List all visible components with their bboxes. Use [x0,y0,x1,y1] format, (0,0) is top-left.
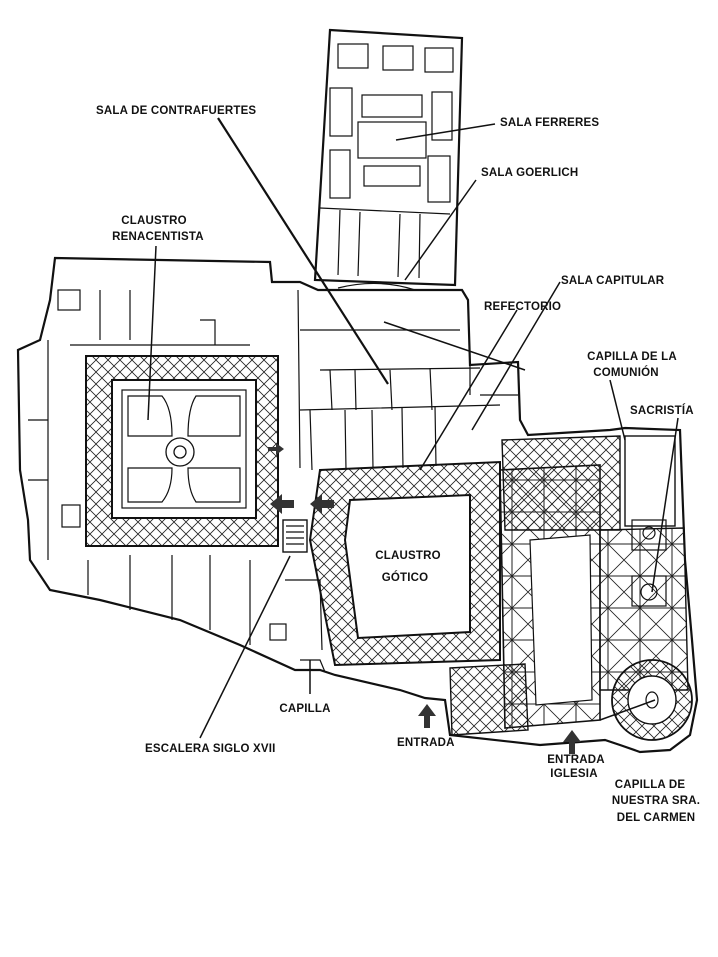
label-entrada-iglesia-1: ENTRADA [547,754,605,766]
leader-lines [147,117,679,739]
label-entrada-iglesia-2: IGLESIA [550,768,597,780]
church [449,435,693,741]
label-escalera-siglo-xvii: ESCALERA SIGLO XVII [145,743,276,755]
arrow-west-1 [270,494,294,514]
label-capilla-comunion-1: CAPILLA DE LA [587,351,677,363]
label-claustro-renacentista-1: CLAUSTRO [121,215,187,227]
label-sala-goerlich: SALA GOERLICH [481,167,578,179]
label-capilla-comunion-2: COMUNIÓN [593,366,659,379]
upper-rooms [297,289,518,471]
label-sala-contrafuertes: SALA DE CONTRAFUERTES [96,105,256,117]
claustro-gotico [308,460,501,667]
label-entrada: ENTRADA [397,737,455,749]
arrow-east-small [268,443,284,455]
entrada-arrow [418,704,436,728]
label-capilla-carmen-1: CAPILLA DE [615,779,686,791]
label-sala-ferreres: SALA FERRERES [500,117,599,129]
west-wing [28,289,251,645]
label-claustro-renacentista-2: RENACENTISTA [112,231,204,243]
label-claustro-gotico-1: CLAUSTRO [375,550,441,562]
label-capilla-carmen-2: NUESTRA SRA. [612,795,700,807]
label-sacristia: SACRISTÍA [630,404,694,417]
label-refectorio: REFECTORIO [484,301,561,313]
label-capilla: CAPILLA [279,703,330,715]
label-capilla-carmen-3: DEL CARMEN [617,812,695,824]
label-claustro-gotico-2: GÓTICO [382,571,429,584]
main-building [16,256,699,754]
stair-area [269,519,326,673]
arrow-west-2 [310,494,334,514]
label-sala-capitular: SALA CAPITULAR [561,275,665,287]
north-wing [313,28,464,291]
claustro-renacentista [85,355,279,547]
entrada-iglesia-arrow [563,730,581,754]
